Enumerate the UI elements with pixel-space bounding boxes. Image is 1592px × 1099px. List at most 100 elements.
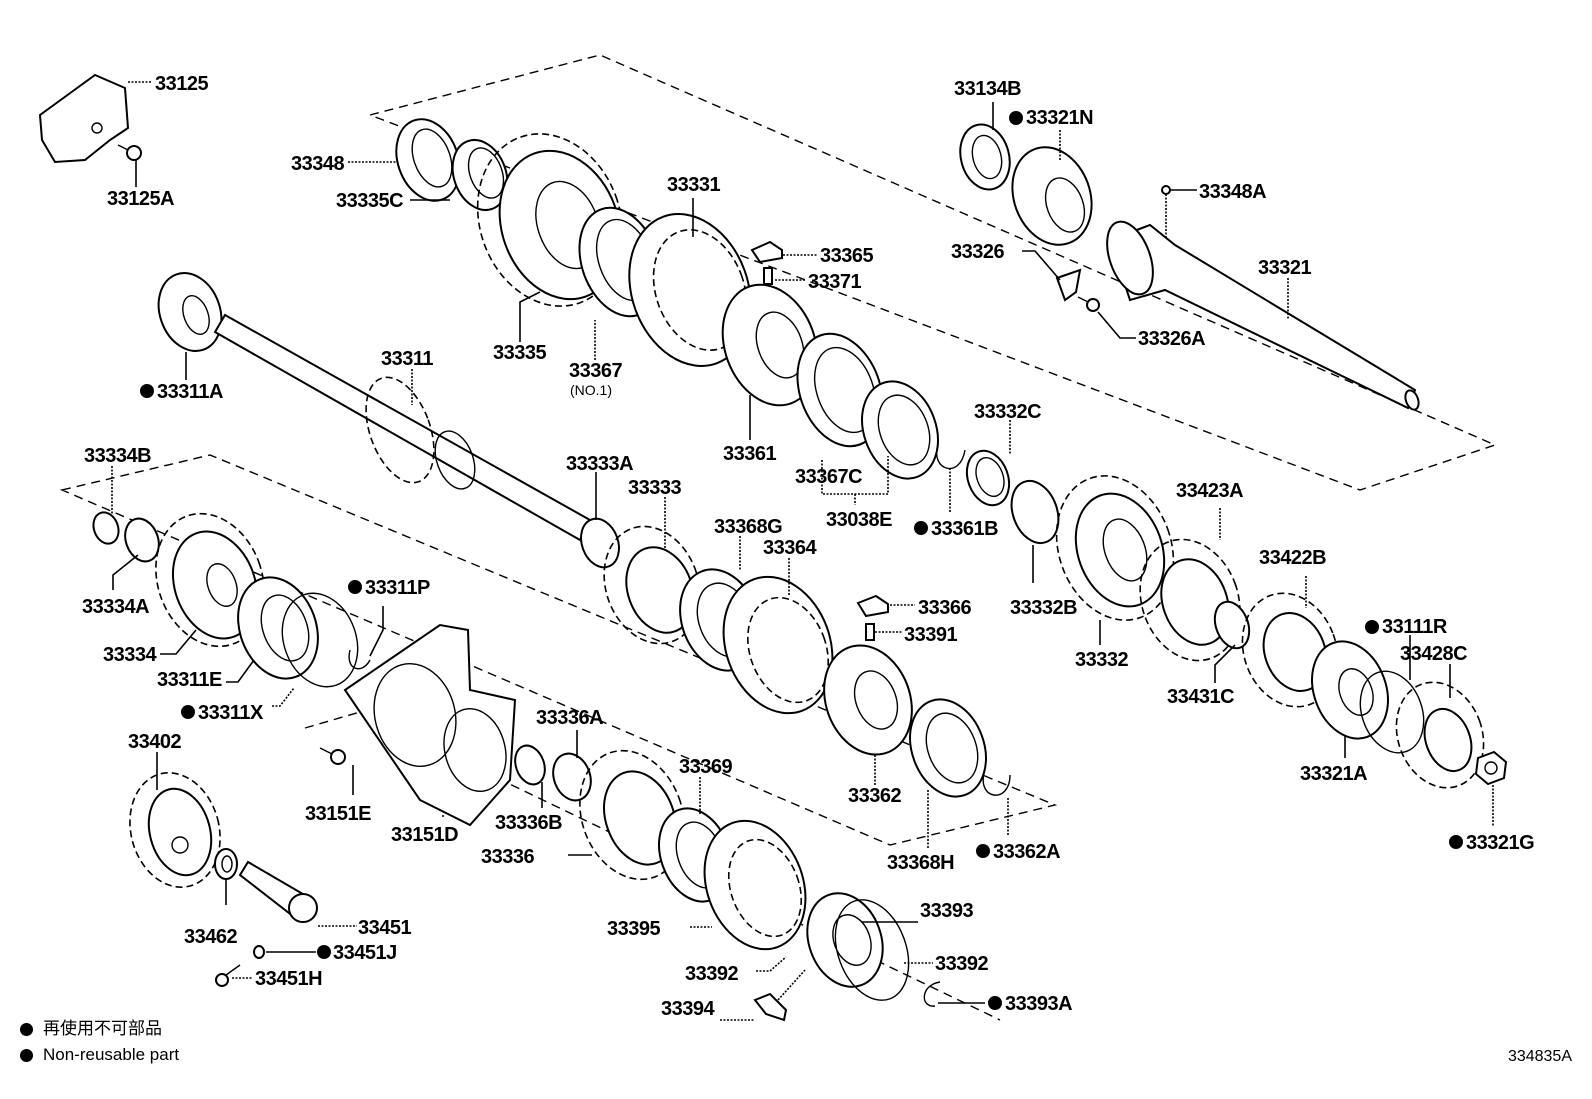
label-33336A[interactable]: 33336A — [536, 707, 604, 729]
part-33393A-snap-ring[interactable] — [923, 981, 941, 1007]
part-33371-spring[interactable] — [763, 267, 773, 285]
part-33332C-ring[interactable] — [960, 445, 1017, 511]
part-33334B-ring[interactable] — [89, 509, 122, 547]
label-33333A[interactable]: 33333A — [566, 453, 634, 475]
part-33111R-snap-ring[interactable] — [1349, 662, 1434, 761]
part-33392-spring[interactable] — [822, 890, 921, 1011]
label-33451H[interactable]: 33451H — [255, 968, 323, 990]
label-33451[interactable]: 33451 — [358, 917, 412, 939]
part-33366-shifting-key[interactable] — [856, 594, 889, 618]
part-33038E-ring[interactable] — [849, 371, 951, 490]
part-33391-spring[interactable] — [865, 623, 875, 641]
label-33393A[interactable]: 33393A — [1005, 993, 1073, 1015]
label-33366[interactable]: 33366 — [918, 597, 972, 619]
part-33332-gear[interactable] — [1037, 459, 1193, 636]
label-33462[interactable]: 33462 — [184, 926, 238, 948]
label-33111R[interactable]: 33111R — [1382, 616, 1448, 638]
label-33321N[interactable]: 33321N — [1026, 107, 1094, 129]
label-33422B[interactable]: 33422B — [1259, 547, 1327, 569]
part-33428C-gear[interactable] — [1382, 670, 1498, 800]
label-33311E[interactable]: 33311E — [157, 669, 223, 691]
part-33134B-retainer[interactable] — [953, 119, 1016, 195]
label-33125[interactable]: 33125 — [155, 73, 209, 95]
label-33332C[interactable]: 33332C — [974, 401, 1042, 423]
label-33321[interactable]: 33321 — [1258, 257, 1312, 279]
label-33311X[interactable]: 33311X — [198, 702, 265, 724]
label-33361B[interactable]: 33361B — [931, 518, 999, 540]
part-33331-hub-sleeve[interactable] — [609, 197, 771, 383]
part-33361B-snap-ring[interactable] — [935, 444, 966, 470]
part-33394-shifting-key[interactable] — [753, 969, 806, 1022]
label-33334B[interactable]: 33334B — [84, 445, 152, 467]
part-33395-hub-sleeve[interactable] — [687, 807, 822, 964]
label-33336B[interactable]: 33336B — [495, 812, 563, 834]
label-33038E[interactable]: 33038E — [826, 509, 893, 531]
label-33368G[interactable]: 33368G — [714, 516, 783, 538]
part-33362-clutch-hub[interactable] — [809, 633, 926, 767]
label-33392-right[interactable]: 33392 — [935, 953, 989, 975]
part-33311P-snap-ring[interactable] — [348, 649, 371, 670]
part-33336-gear[interactable] — [562, 736, 701, 894]
label-33402[interactable]: 33402 — [128, 731, 182, 753]
part-33321-output-shaft[interactable] — [1098, 215, 1421, 411]
part-33125A-bolt[interactable] — [117, 144, 142, 161]
label-33134B[interactable]: 33134B — [954, 78, 1022, 100]
part-33402-gear[interactable] — [117, 763, 232, 898]
part-33333-gear[interactable] — [588, 513, 715, 657]
part-33336B-ring[interactable] — [510, 741, 550, 788]
part-33451-idler-shaft[interactable] — [238, 860, 318, 923]
part-33321G-nut[interactable] — [1474, 750, 1508, 786]
label-33371[interactable]: 33371 — [808, 271, 862, 293]
part-33321N-bearing[interactable] — [999, 136, 1105, 256]
part-33451J-o-ring[interactable] — [253, 945, 265, 959]
part-33321A-bearing[interactable] — [1299, 631, 1401, 750]
label-33348A[interactable]: 33348A — [1199, 181, 1267, 203]
label-33348[interactable]: 33348 — [291, 153, 345, 175]
part-33364-hub-sleeve[interactable] — [705, 561, 851, 728]
part-33451H-bolt[interactable] — [215, 964, 241, 987]
part-33332B-needle-bearing[interactable] — [1003, 474, 1066, 549]
label-33311P[interactable]: 33311P — [365, 577, 431, 599]
part-33151E-bolt[interactable] — [319, 747, 346, 765]
label-33332[interactable]: 33332 — [1075, 649, 1129, 671]
label-33333[interactable]: 33333 — [628, 477, 682, 499]
label-33395[interactable]: 33395 — [607, 918, 661, 940]
label-33321A[interactable]: 33321A — [1300, 763, 1368, 785]
label-33361[interactable]: 33361 — [723, 443, 777, 465]
part-33336A-needle-bearing[interactable] — [547, 748, 597, 805]
label-33335[interactable]: 33335 — [493, 342, 547, 364]
label-33392-left[interactable]: 33392 — [685, 963, 739, 985]
label-33125A[interactable]: 33125A — [107, 188, 175, 210]
part-33423A-gear[interactable] — [1124, 525, 1257, 674]
label-33431C[interactable]: 33431C — [1167, 686, 1235, 708]
part-33311X-snap-ring[interactable] — [270, 583, 370, 698]
part-33393-clutch-hub[interactable] — [795, 883, 895, 998]
label-33311A[interactable]: 33311A — [157, 381, 224, 403]
part-33125-plate[interactable] — [38, 73, 130, 164]
label-33393[interactable]: 33393 — [920, 900, 974, 922]
label-33428C[interactable]: 33428C — [1400, 643, 1468, 665]
part-33311A-bearing[interactable] — [148, 264, 232, 360]
label-33311[interactable]: 33311 — [381, 348, 434, 370]
label-33368H[interactable]: 33368H — [887, 852, 955, 874]
part-33311E-bearing[interactable] — [225, 566, 332, 690]
label-33331[interactable]: 33331 — [667, 174, 721, 196]
label-33394[interactable]: 33394 — [661, 998, 716, 1020]
label-33336[interactable]: 33336 — [481, 846, 535, 868]
label-33334[interactable]: 33334 — [103, 644, 158, 666]
part-33365-shifting-key[interactable] — [750, 240, 783, 264]
label-33451J[interactable]: 33451J — [333, 942, 397, 964]
label-33367[interactable]: 33367 — [569, 360, 623, 382]
label-33364[interactable]: 33364 — [763, 537, 818, 559]
label-33335C[interactable]: 33335C — [336, 190, 404, 212]
part-33361-clutch-hub[interactable] — [707, 271, 834, 418]
label-33332B[interactable]: 33332B — [1010, 597, 1078, 619]
label-33365[interactable]: 33365 — [820, 245, 874, 267]
label-33362A[interactable]: 33362A — [993, 841, 1061, 863]
label-33367C[interactable]: 33367C — [795, 466, 863, 488]
part-33334-gear[interactable] — [138, 498, 282, 661]
part-33333A-needle-bearing[interactable] — [575, 513, 626, 572]
label-33369[interactable]: 33369 — [679, 756, 733, 778]
label-33151E[interactable]: 33151E — [305, 803, 372, 825]
part-33335C-needle-bearing[interactable] — [443, 132, 516, 217]
